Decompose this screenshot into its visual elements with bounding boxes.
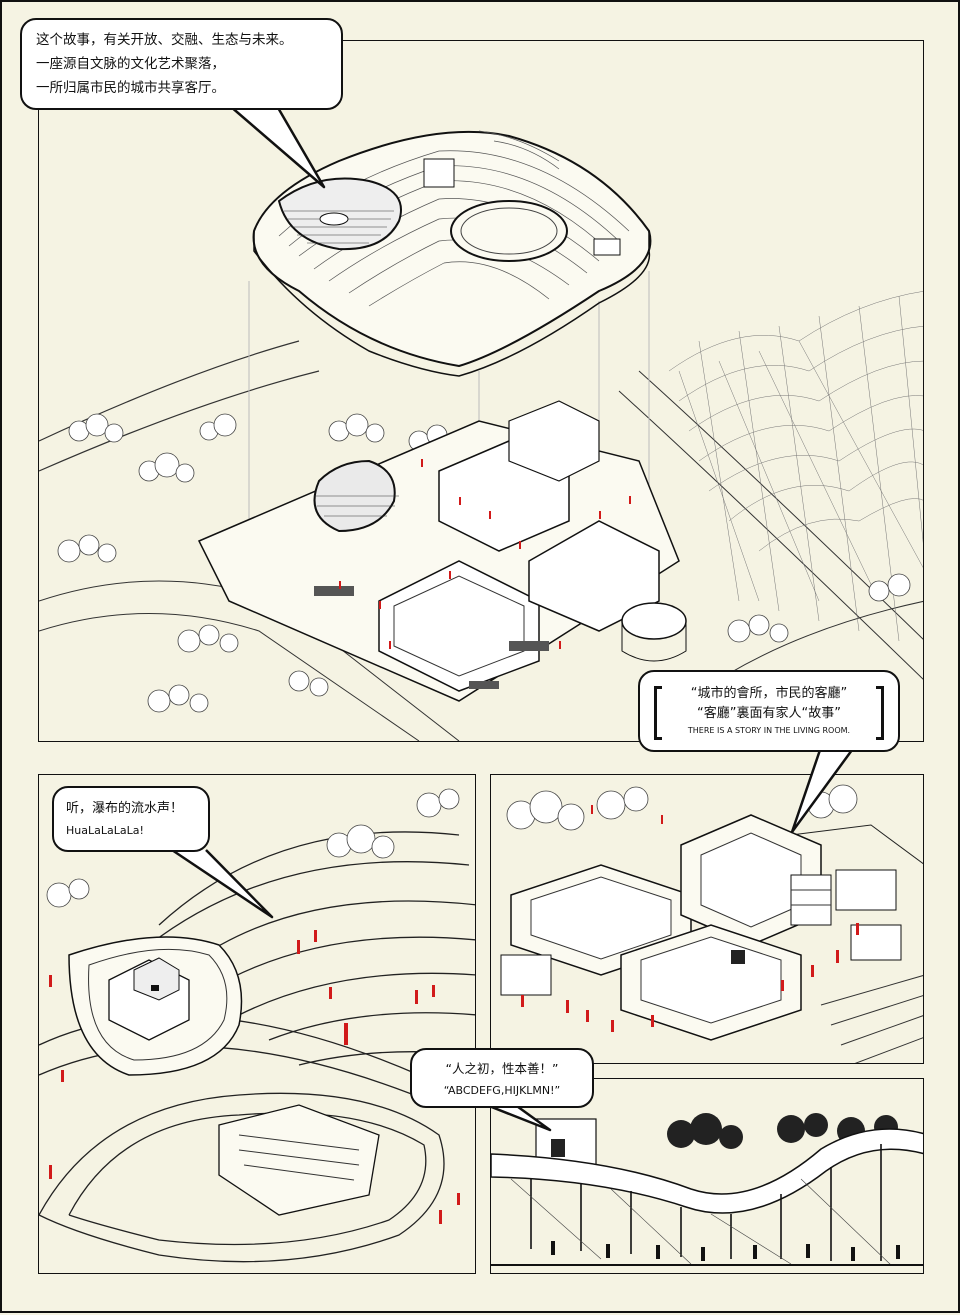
panel-courtyard-buildings	[490, 774, 924, 1064]
panel-waterfall-terraces	[38, 774, 476, 1274]
tail-top-bubble	[229, 105, 326, 189]
bubble-top-line-2: 一座源自文脉的文化艺术聚落，	[36, 56, 225, 72]
panel-aerial-overview	[38, 40, 924, 742]
trees	[46, 788, 460, 908]
bubble-top-line-1: 这个故事，有关开放、交融、生态与未来。	[36, 32, 293, 48]
terraced-landscape-drawing	[39, 788, 475, 1263]
pedestrians	[551, 1241, 900, 1261]
bubble-living-room-line-2: “客廳”裏面有家人“故事”	[697, 706, 841, 721]
courtyard-block-front	[620, 924, 802, 1041]
tail-living-room-bubble	[790, 749, 854, 834]
speech-bubble-school: “人之初，性本善！” “ABCDEFG,HIJKLMN!”	[410, 1048, 594, 1108]
bubble-school-line-2: “ABCDEFG,HIJKLMN!”	[443, 1084, 561, 1097]
speech-bubble-waterfall: 听，瀑布的流水声！ HuaLaLaLaLa!	[52, 786, 210, 852]
courtyard-buildings-drawing	[500, 784, 923, 1063]
site-buildings	[197, 400, 687, 702]
speech-bubble-living-room: “城市的會所，市民的客廳” “客廳”裏面有家人“故事” THERE IS A S…	[638, 670, 900, 752]
aerial-axonometric-drawing	[39, 130, 923, 741]
bubble-waterfall-line-2: HuaLaLaLaLa!	[66, 824, 144, 837]
bracket-left	[654, 686, 662, 740]
floating-roof-slab	[252, 130, 652, 377]
courtyard-block-center	[680, 814, 832, 946]
terrain-mesh	[668, 291, 923, 642]
bubble-waterfall-line-1: 听，瀑布的流水声！	[66, 801, 184, 816]
tail-school-bubble	[483, 1102, 552, 1132]
people-markers	[339, 459, 631, 649]
people-markers	[49, 930, 460, 1224]
canopy-street-drawing	[491, 1079, 923, 1273]
bubble-living-room-english: THERE IS A STORY IN THE LIVING ROOM.	[687, 726, 851, 735]
bubble-school-line-1: “人之初，性本善！”	[445, 1061, 559, 1076]
bracket-right	[876, 686, 884, 740]
bubble-living-room-line-1: “城市的會所，市民的客廳”	[690, 686, 848, 701]
speech-bubble-top: 这个故事，有关开放、交融、生态与未来。 一座源自文脉的文化艺术聚落， 一所归属市…	[20, 18, 343, 110]
pavilion-block	[108, 957, 190, 1041]
bubble-top-line-3: 一所归属市民的城市共享客厅。	[36, 80, 225, 96]
panel-canopy-scene	[490, 1078, 924, 1274]
tail-waterfall-bubble	[171, 848, 274, 919]
people-markers	[521, 805, 859, 1032]
